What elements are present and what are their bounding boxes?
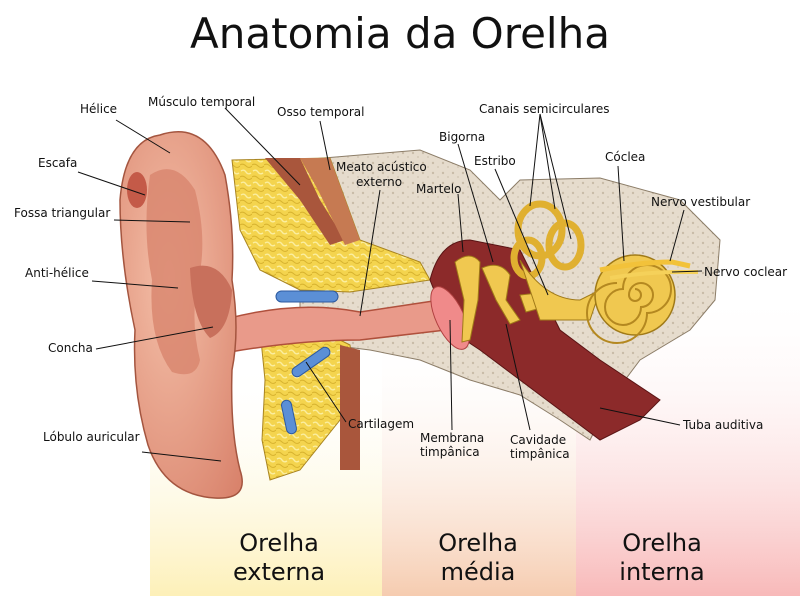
- label-meato-line1: Meato acústico: [336, 160, 427, 174]
- malleus: [454, 255, 481, 343]
- tympanic-cavity: [429, 239, 661, 441]
- region-interna-line2: interna: [619, 558, 704, 586]
- label-nervo-coclear: Nervo coclear: [704, 265, 787, 279]
- label-cartilagem: Cartilagem: [348, 417, 414, 431]
- vestibular-nerve: [599, 259, 691, 273]
- label-lobulo-auricular: Lóbulo auricular: [43, 430, 140, 444]
- tympanic-membrane: [430, 286, 470, 350]
- label-estribo: Estribo: [474, 154, 516, 168]
- page-title: Anatomia da Orelha: [190, 9, 610, 58]
- label-escafa: Escafa: [38, 156, 77, 170]
- temporal-muscle: [265, 158, 345, 245]
- region-interna-line1: Orelha: [622, 529, 702, 557]
- region-media-line1: Orelha: [438, 529, 518, 557]
- vessel-lower: [281, 399, 297, 435]
- vestibule: [519, 259, 601, 321]
- cochlea-shape: [586, 254, 676, 344]
- label-helice: Hélice: [80, 102, 117, 116]
- label-bigorna: Bigorna: [439, 130, 485, 144]
- label-coclea: Cóclea: [605, 150, 645, 164]
- label-martelo: Martelo: [416, 182, 461, 196]
- label-musculo-temporal: Músculo temporal: [148, 95, 255, 109]
- label-meato-line2: externo: [356, 175, 402, 189]
- vessel-middle: [291, 346, 331, 378]
- label-osso-temporal: Osso temporal: [277, 105, 364, 119]
- antihelix-ridge: [146, 169, 203, 375]
- leader-lines: [77, 107, 703, 462]
- label-concha: Concha: [48, 341, 93, 355]
- label-cavidade-line2: timpânica: [510, 447, 570, 461]
- region-media-line2: média: [441, 558, 516, 586]
- region-externa-line2: externa: [233, 558, 325, 586]
- label-nervo-vestibular: Nervo vestibular: [651, 195, 750, 209]
- label-anti-helice: Anti-hélice: [25, 266, 89, 280]
- vessel-upper: [275, 290, 339, 303]
- concha-bowl: [190, 265, 232, 338]
- region-externa-line1: Orelha: [239, 529, 319, 557]
- incus: [481, 264, 521, 325]
- label-membrana-line1: Membrana: [420, 431, 484, 445]
- label-fossa-triangular: Fossa triangular: [14, 206, 110, 220]
- label-membrana-line2: timpânica: [420, 445, 480, 459]
- temporal-bone-strip: [300, 158, 360, 245]
- label-cavidade-line1: Cavidade: [510, 433, 566, 447]
- lower-muscle-strip: [340, 345, 360, 470]
- scapha: [127, 172, 147, 208]
- label-tuba-auditiva: Tuba auditiva: [682, 418, 763, 432]
- label-canais-semicirculares: Canais semicirculares: [479, 102, 610, 116]
